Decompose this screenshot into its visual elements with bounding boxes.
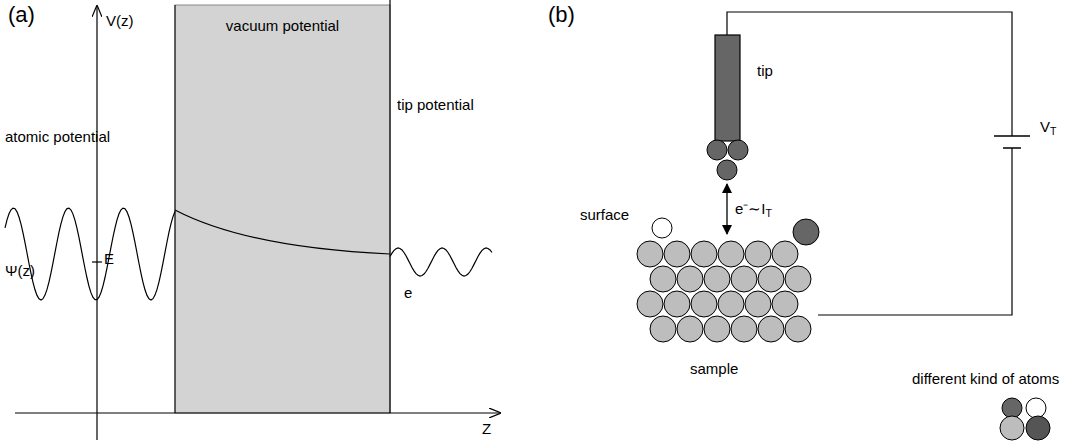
legend-note: different kind of atoms xyxy=(912,370,1059,387)
energy-tick xyxy=(92,261,102,262)
panel-label: (a) xyxy=(8,2,35,27)
panel-label: (b) xyxy=(548,2,575,27)
atom-kind xyxy=(1026,398,1046,418)
tip-atom xyxy=(728,140,748,160)
sample-atom xyxy=(758,316,784,342)
sample-atom xyxy=(677,266,703,292)
sample-atom xyxy=(772,291,798,317)
node-label: sample xyxy=(690,360,738,377)
tip-atom xyxy=(717,160,737,180)
wavefunction xyxy=(5,208,175,300)
tip: tip xyxy=(700,30,790,182)
transmitted-wave xyxy=(390,248,492,276)
energy-label: E xyxy=(104,250,114,267)
z-axis xyxy=(15,412,500,413)
decay-curve xyxy=(175,210,390,254)
node-label: vacuum potential xyxy=(226,17,339,34)
sample-atom xyxy=(704,316,730,342)
sample-atom xyxy=(664,291,690,317)
battery-plate xyxy=(994,135,1030,137)
axis-label: V(z) xyxy=(106,12,134,29)
sample-atom xyxy=(677,316,703,342)
tip-atom xyxy=(707,140,727,160)
sample-atom xyxy=(637,241,663,267)
sample-atom xyxy=(691,291,717,317)
tunneling-arrow xyxy=(726,184,727,234)
sample-atom xyxy=(650,266,676,292)
voltage-label: VT xyxy=(1040,118,1056,135)
atom-kind xyxy=(1026,416,1050,440)
sample-atom xyxy=(718,241,744,267)
sample-atom xyxy=(691,241,717,267)
sample-atom xyxy=(718,291,744,317)
node-label: tip xyxy=(757,62,773,79)
sample: sample xyxy=(628,236,828,384)
sample-atom xyxy=(785,266,811,292)
region-label: atomic potential xyxy=(5,128,110,145)
v-axis xyxy=(96,6,97,440)
sample-atom xyxy=(704,266,730,292)
sample-atom xyxy=(772,241,798,267)
vacuum-band xyxy=(175,5,390,413)
surface-atom xyxy=(793,219,819,245)
sample-atom xyxy=(637,291,663,317)
sample-atom xyxy=(650,316,676,342)
sample-atoms xyxy=(637,241,811,342)
surface-boundary xyxy=(175,5,176,413)
axis-label: Z xyxy=(482,420,491,437)
tip-boundary xyxy=(389,0,390,413)
wave-label: Ψ(z) xyxy=(5,262,35,279)
tip-body xyxy=(715,35,740,141)
region-label: tip potential xyxy=(397,96,474,113)
sample-atom xyxy=(785,316,811,342)
sample-atom xyxy=(731,316,757,342)
edge-label: e⁻∼IT xyxy=(735,200,772,217)
wire xyxy=(818,148,1012,315)
region-label: surface xyxy=(580,206,629,223)
sample-atom xyxy=(745,291,771,317)
vacuum-region: vacuum potential xyxy=(175,5,390,413)
sample-atom xyxy=(745,241,771,267)
surface-atom xyxy=(652,218,672,238)
wire xyxy=(727,12,1012,136)
atom-kind xyxy=(1002,398,1022,418)
sample-atom xyxy=(731,266,757,292)
sample-atom xyxy=(758,266,784,292)
atom-kind xyxy=(1000,416,1024,440)
battery-plate xyxy=(1003,147,1021,149)
wave-label: e xyxy=(404,284,412,301)
sample-atom xyxy=(664,241,690,267)
